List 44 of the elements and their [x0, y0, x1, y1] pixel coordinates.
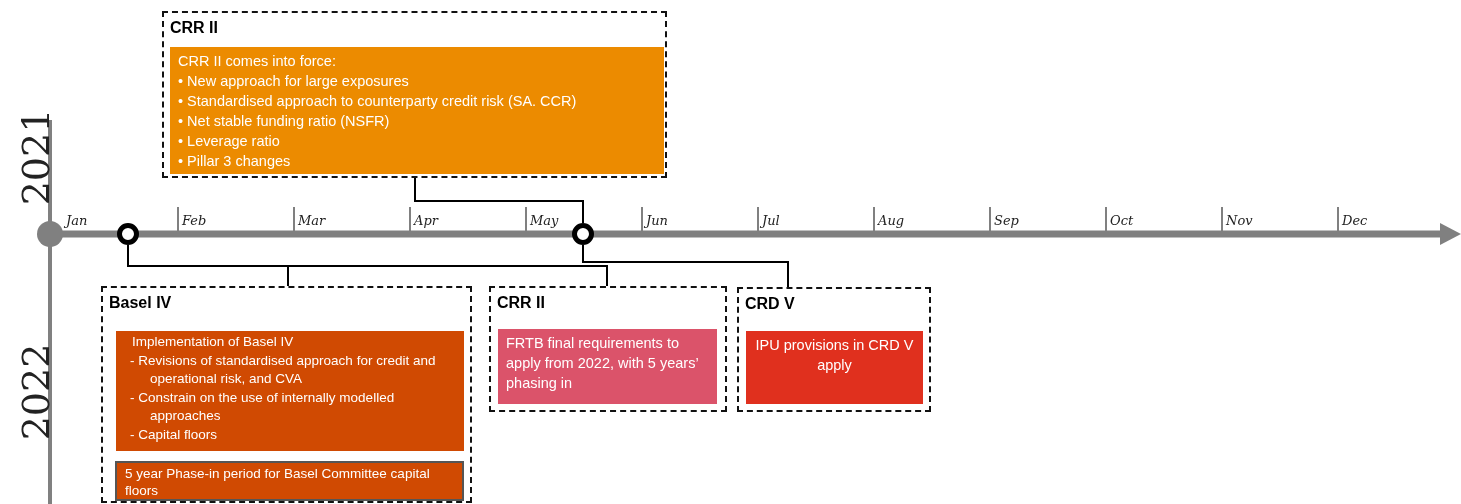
dashed-group-frame: [162, 11, 667, 178]
month-label: Oct: [1110, 213, 1134, 228]
event-box: [746, 331, 923, 404]
bullet-text: - Constrain on the use of internally modelled approaches: [129, 388, 396, 425]
bullet-text: - Revisions of standardised approach for credit and operational risk, and CVA: [129, 351, 437, 388]
group-title: CRR II: [170, 19, 218, 37]
year-label: 2022: [14, 343, 59, 441]
group-title: CRR II: [497, 294, 545, 312]
month-label: Mar: [298, 213, 326, 228]
bullet-text: • Pillar 3 changes: [178, 152, 292, 171]
milestone-marker: [572, 223, 594, 245]
month-label: Sep: [994, 213, 1019, 228]
connector-line: [582, 244, 789, 288]
event-text: 5 year Phase-in period for Basel Committee capital floors: [125, 465, 431, 499]
event-box: [116, 331, 464, 451]
month-label: Dec: [1342, 213, 1368, 228]
month-label: Jul: [762, 213, 780, 228]
connector-line: [414, 177, 584, 224]
month-label: Aug: [878, 213, 905, 228]
bullet-text: • Leverage ratio: [178, 132, 281, 151]
milestone-marker: [117, 223, 139, 245]
event-text: IPU provisions in CRD V apply: [754, 336, 915, 375]
event-box: [498, 329, 717, 404]
bullet-text: - Capital floors: [129, 425, 219, 444]
month-label: Jun: [646, 213, 668, 228]
bullet-text: • New approach for large exposures: [178, 72, 410, 91]
event-text: Implementation of Basel IV: [131, 333, 295, 351]
year-label: 2021: [14, 108, 59, 206]
dashed-group-frame: [489, 286, 727, 412]
month-label: Nov: [1226, 213, 1253, 228]
event-box: [170, 47, 664, 174]
bullet-text: • Net stable funding ratio (NSFR): [178, 112, 391, 131]
dashed-group-frame: [101, 286, 472, 503]
group-title: Basel IV: [109, 294, 172, 312]
event-text: FRTB final requirements to apply from 2022, with 5 years’ phasing in: [506, 334, 700, 393]
event-text: CRR II comes into force:: [178, 52, 337, 71]
month-label: Apr: [414, 213, 438, 228]
group-title: CRD V: [745, 295, 795, 313]
bullet-text: • Standardised approach to counterparty credit risk (SA. CCR): [178, 92, 578, 111]
month-label: Feb: [182, 213, 207, 228]
event-box: [115, 461, 464, 501]
month-label: Jan: [66, 213, 88, 228]
month-label: May: [530, 213, 559, 228]
dashed-group-frame: [737, 287, 931, 412]
